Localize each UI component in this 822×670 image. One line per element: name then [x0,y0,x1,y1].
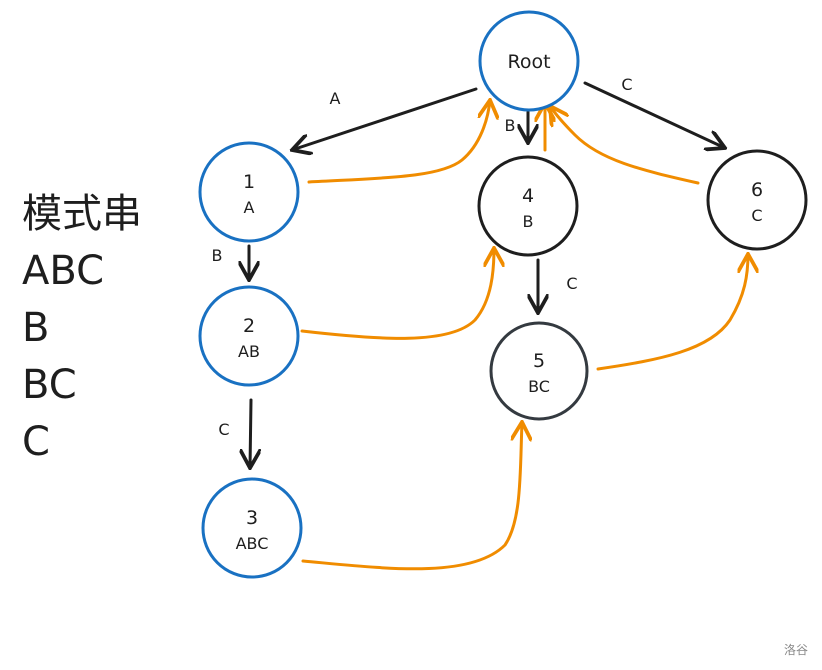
edge-label: B [212,246,223,265]
trie-edge-2-to-3 [250,398,251,468]
legend-title: 模式串 [22,191,142,237]
node-circle [201,477,303,579]
node-circle [198,285,300,387]
node-circle [706,149,808,251]
node-prefix-label: ABC [236,534,269,553]
fail-edge-3-to-5 [301,422,522,571]
trie-node-4: 4B [477,155,579,257]
legend-pattern: BC [22,362,77,408]
node-prefix-label: B [523,212,534,231]
node-circle [489,321,589,421]
trie-edge-root-to-6 [583,81,725,148]
fail-edge-5-to-6 [596,254,748,371]
node-id-label: 6 [751,179,763,201]
edge-label: C [218,420,229,439]
watermark: 洛谷 [783,643,808,657]
node-circle [198,141,300,243]
node-prefix-label: A [244,198,255,217]
node-id-label: 2 [243,315,255,337]
edge-label: C [566,274,577,293]
legend-pattern: B [22,305,50,351]
node-prefix-label: C [751,206,762,225]
trie-node-2: 2AB [198,285,300,387]
trie-node-5: 5BC [489,321,589,421]
edge-label: B [505,116,516,135]
node-id-label: 4 [522,185,534,207]
edge-label: C [621,75,632,94]
pattern-legend: 模式串 ABC B BC C [22,186,142,471]
node-prefix-label: BC [528,377,550,396]
legend-pattern: C [22,419,50,465]
fail-edge-1-to-root [307,100,490,184]
trie-edge-root-to-1 [292,87,478,150]
node-id-label: 1 [243,171,255,193]
fail-edge-6-to-root [550,106,700,185]
node-id-label: 3 [246,507,258,529]
trie-node-6: 6C [706,149,808,251]
trie-node-1: 1A [198,141,300,243]
node-id-label: Root [507,51,550,73]
edge-label: A [330,89,341,108]
fail-edge-2-to-4 [300,248,494,340]
trie-node-root: Root [478,10,580,112]
legend-pattern: ABC [22,248,105,294]
node-id-label: 5 [533,350,545,372]
node-prefix-label: AB [238,342,260,361]
node-circle [477,155,579,257]
node-circle [478,10,580,112]
